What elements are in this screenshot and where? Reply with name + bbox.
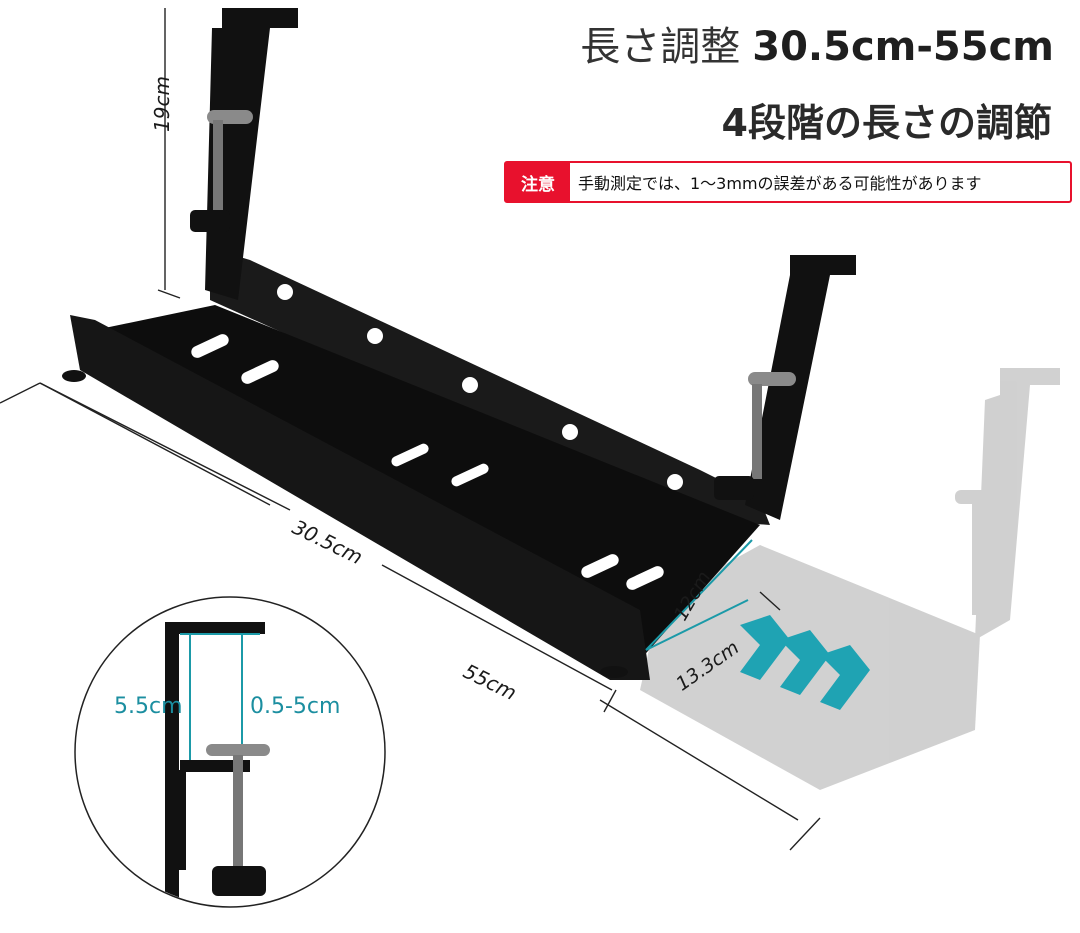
clamp-height-label: 5.5cm <box>114 694 183 719</box>
four-step-subtitle: 4段階の長さの調節 <box>721 101 1052 145</box>
notice-tag: 注意 <box>506 163 570 201</box>
height-dimension-label: 19cm <box>150 76 174 132</box>
notice-message: 手動測定では、1～3mmの誤差がある可能性があります <box>578 174 982 193</box>
extend-direction-arrows <box>740 615 870 710</box>
clamp-detail-inset <box>74 596 386 908</box>
dimension-lines <box>0 8 821 851</box>
teal-dimension-lines <box>645 539 753 651</box>
cable-tray <box>62 8 856 680</box>
clamp-range-label: 0.5-5cm <box>250 694 341 719</box>
accuracy-notice: 注意 手動測定では、1～3mmの誤差がある可能性があります <box>504 161 1072 203</box>
length-range: 30.5cm-55cm <box>752 24 1054 70</box>
length-adjust-label: 長さ調整 <box>580 24 741 70</box>
